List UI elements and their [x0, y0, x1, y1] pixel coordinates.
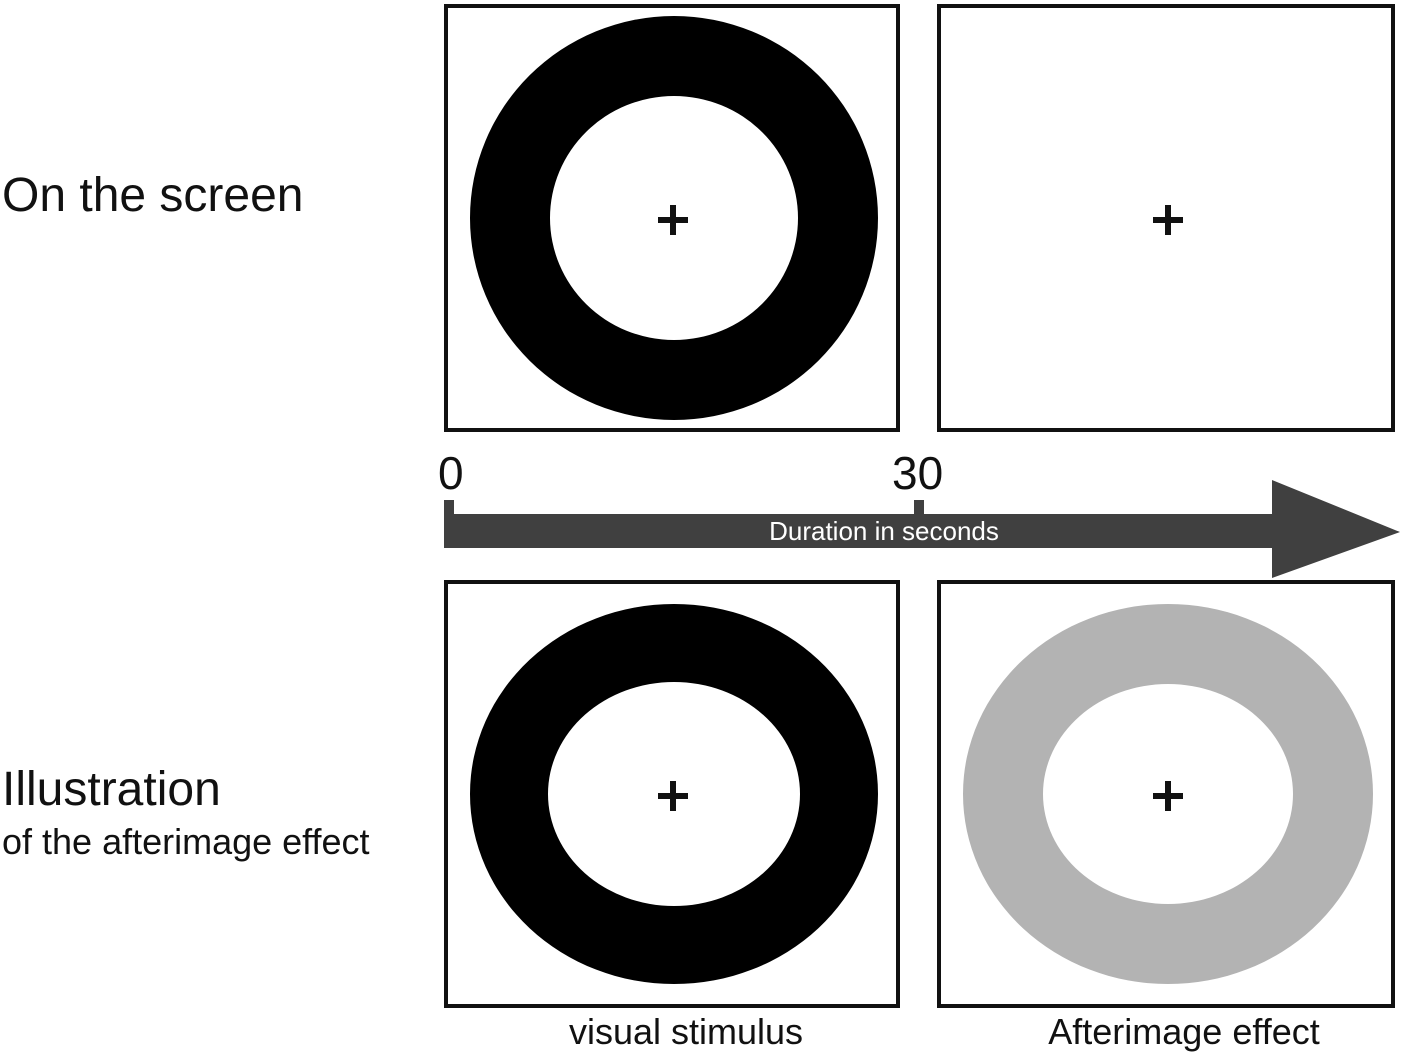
row-label-illustration-sub: of the afterimage effect [2, 821, 370, 862]
panel-illustration-stimulus [444, 580, 900, 1008]
axis-label: Duration in seconds [769, 516, 999, 546]
panel-screen-blank [937, 4, 1395, 432]
row-label-on-screen: On the screen [2, 169, 304, 222]
panel-illustration-afterimage [937, 580, 1395, 1008]
fixation-cross-icon [1151, 203, 1185, 237]
caption-afterimage-effect: Afterimage effect [1048, 1011, 1320, 1052]
tick-label-mid: 30 [892, 447, 944, 499]
timeline-arrow-shape [444, 480, 1400, 578]
fixation-cross-icon [656, 779, 690, 813]
timeline-arrow: Duration in seconds [444, 480, 1400, 578]
tick-mark-mid [914, 500, 924, 520]
tick-label-start: 0 [438, 447, 464, 499]
row-label-illustration: Illustration [2, 763, 221, 816]
caption-visual-stimulus: visual stimulus [568, 1011, 804, 1052]
fixation-cross-icon [1151, 779, 1185, 813]
tick-mark-start [444, 500, 454, 520]
fixation-cross-icon [656, 203, 690, 237]
panel-screen-stimulus [444, 4, 900, 432]
